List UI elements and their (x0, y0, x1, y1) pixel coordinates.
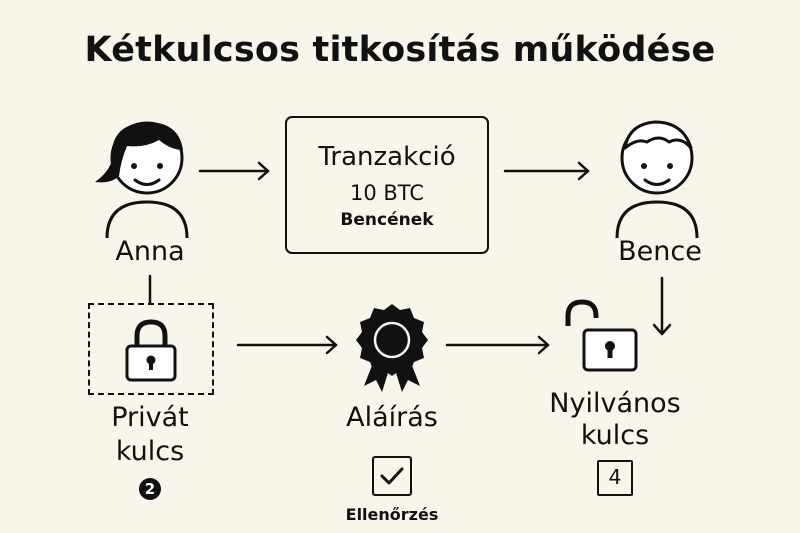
public-key-label-line2: kulcs (580, 420, 650, 451)
signature-label: Aláírás (346, 402, 438, 433)
transaction-recipient: Bencének (340, 210, 434, 230)
arrow-private-key-to-signature (236, 335, 338, 355)
step-badge-2: 2 (139, 478, 161, 500)
arrow-transaction-to-bence (503, 161, 590, 181)
transaction-amount: 10 BTC (349, 181, 425, 205)
private-key-box (88, 303, 214, 395)
sender-name: Anna (115, 236, 185, 267)
lock-closed-icon (125, 319, 177, 382)
arrow-signature-to-public-key (445, 335, 550, 355)
transaction-title: Tranzakció (318, 142, 456, 172)
private-key-label-line2: kulcs (115, 436, 185, 467)
public-key-label-line1: Nyilvános (549, 388, 681, 419)
arrow-anna-to-transaction (198, 161, 270, 181)
step-badge-4: 4 (597, 460, 633, 496)
verification-label: Ellenőrzés (345, 505, 439, 524)
page-title: Kétkulcsos titkosítás működése (84, 30, 716, 70)
woman-avatar-icon (95, 121, 189, 239)
transaction-box (285, 116, 489, 254)
arrow-bence-to-public-key (652, 276, 672, 336)
seal-badge-icon (356, 304, 428, 392)
checkbox-checked-icon (372, 456, 412, 496)
private-key-label-line1: Privát (111, 402, 189, 433)
lock-open-icon (565, 299, 638, 372)
man-avatar-icon (615, 120, 699, 239)
receiver-name: Bence (618, 236, 702, 267)
